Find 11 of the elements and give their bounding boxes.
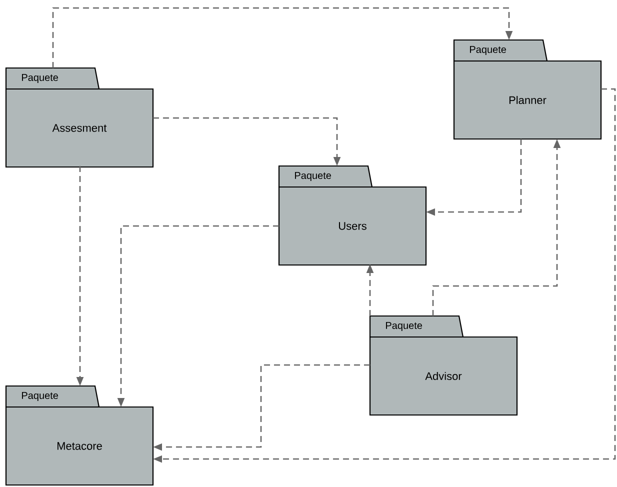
node-label: Paquete <box>386 322 422 331</box>
package-box: Paquete Assesment <box>5 67 154 168</box>
node-label: Paquete <box>295 172 332 181</box>
dependency-arrow <box>52 7 513 68</box>
package-box: Paquete Users <box>278 165 427 266</box>
node-label: Paquete <box>470 46 506 55</box>
package-box: Paquete Planner <box>453 39 602 140</box>
node-label: Paquete <box>22 74 58 83</box>
package-box: Paquete Metacore <box>5 385 154 486</box>
node-label: Paquete <box>22 392 58 401</box>
package-box: Paquete Advisor <box>369 315 518 416</box>
